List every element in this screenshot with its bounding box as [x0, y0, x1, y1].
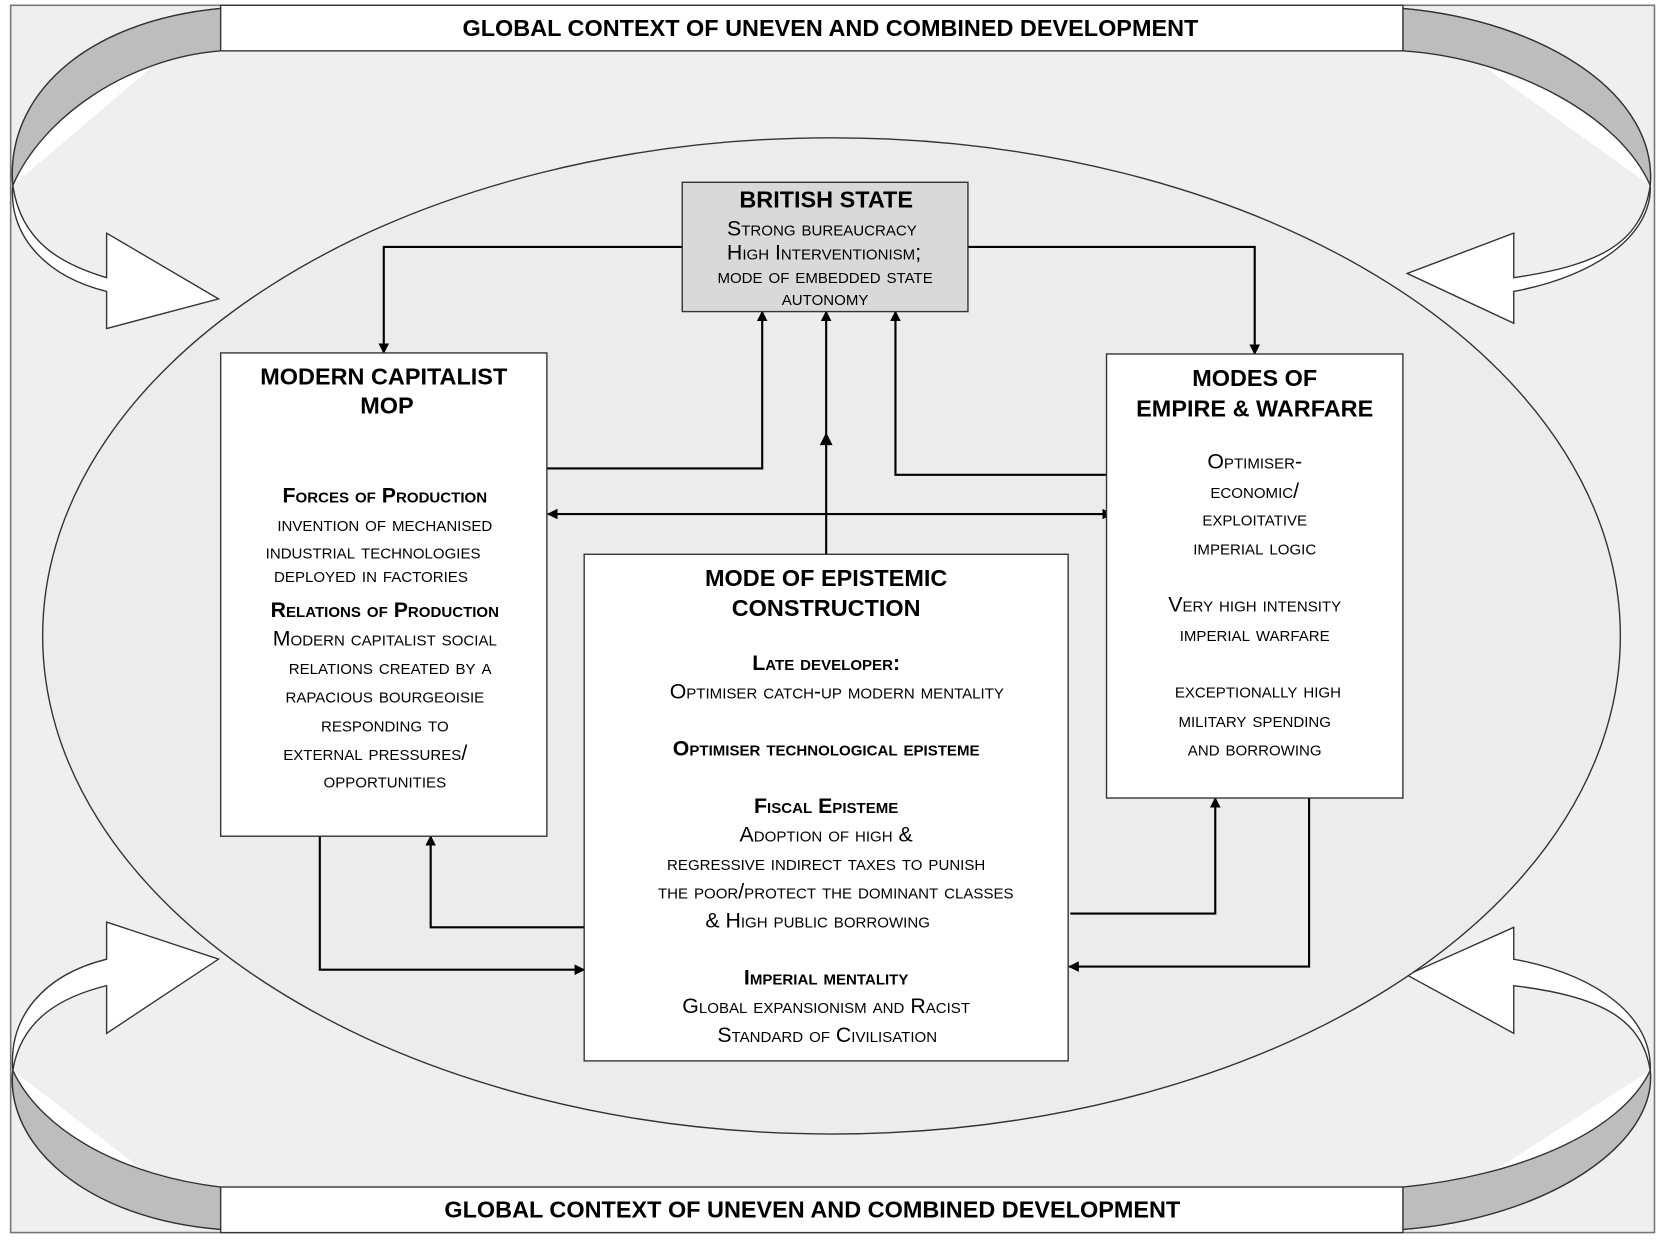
arrow-state-to-empire	[967, 245, 1261, 356]
epistemic-line: & High public borrowing	[705, 908, 930, 932]
curved-arrow-top-left-icon	[11, 7, 222, 330]
mop-line: relations created by a	[289, 655, 492, 679]
fiscal-episteme-heading: Fiscal Episteme	[754, 794, 898, 818]
mop-line: external pressures/	[283, 741, 467, 765]
connectors	[318, 245, 1311, 976]
bottom-banner-label: GLOBAL CONTEXT OF UNEVEN AND COMBINED DE…	[444, 1197, 1181, 1223]
mop-line: responding to	[321, 712, 449, 736]
british-state-box: BRITISH STATE Strong bureaucracy High In…	[681, 181, 969, 313]
arrow-mop-to-state	[546, 310, 768, 470]
british-state-line: mode of embedded state	[717, 264, 932, 288]
empire-line: and borrowing	[1188, 737, 1322, 761]
empire-line: military spending	[1178, 708, 1330, 732]
empire-line: economic/	[1210, 479, 1299, 503]
mop-line: Modern capitalist social	[273, 626, 497, 650]
modern-capitalist-mop-box: MODERN CAPITALIST MOP Forces of Producti…	[219, 352, 548, 837]
epistemic-title: MODE OF EPISTEMIC	[705, 565, 947, 591]
empire-line: imperial warfare	[1180, 622, 1330, 646]
bottom-banner	[219, 1186, 1404, 1234]
mop-title: MODERN CAPITALIST	[260, 364, 508, 390]
arrow-state-to-mop	[378, 245, 683, 354]
epistemic-title: CONSTRUCTION	[732, 595, 921, 621]
mop-title: MOP	[360, 392, 413, 418]
empire-title: MODES OF	[1192, 365, 1317, 391]
arrow-empire-to-epistemic	[1068, 798, 1311, 972]
empire-warfare-box: MODES OF EMPIRE & WARFARE Optimiser- eco…	[1105, 353, 1404, 799]
mop-line: invention of mechanised	[277, 512, 492, 536]
epistemic-line: the poor/protect the dominant classes	[658, 880, 1014, 904]
arrow-empire-to-state	[890, 310, 1113, 476]
epistemic-line: Adoption of high &	[740, 823, 913, 847]
epistemic-line: regressive indirect taxes to punish	[667, 851, 985, 875]
late-developer-heading: Late developer:	[752, 651, 900, 675]
forces-heading: Forces of Production	[283, 483, 488, 507]
mop-line: rapacious bourgeoisie	[285, 684, 484, 708]
arrow-mop-to-epistemic	[318, 836, 586, 976]
mop-line: opportunities	[324, 769, 447, 793]
curved-arrow-bottom-left-icon	[11, 921, 222, 1231]
curved-arrow-top-right-icon	[1402, 7, 1652, 325]
epistemic-line: Standard of Civilisation	[717, 1023, 937, 1047]
british-state-line: High Interventionism;	[727, 241, 921, 265]
arrow-epistemic-to-empire	[1070, 796, 1221, 915]
mop-line: deployed in factories	[274, 563, 468, 587]
empire-line: exceptionally high	[1175, 678, 1341, 702]
empire-line: Very high intensity	[1168, 593, 1341, 617]
relations-heading: Relations of Production	[271, 598, 499, 622]
imperial-mentality-heading: Imperial mentality	[744, 966, 909, 990]
curved-arrow-bottom-right-icon	[1402, 926, 1652, 1231]
empire-line: Optimiser-	[1207, 449, 1302, 473]
top-banner	[219, 4, 1404, 52]
epistemic-line: Global expansionism and Racist	[682, 994, 970, 1018]
empire-line: imperial logic	[1193, 535, 1316, 559]
british-state-line: Strong bureaucracy	[727, 216, 917, 240]
top-banner-label: GLOBAL CONTEXT OF UNEVEN AND COMBINED DE…	[462, 15, 1199, 41]
arrow-epistemic-to-mop	[425, 835, 585, 929]
empire-title: EMPIRE & WARFARE	[1136, 396, 1373, 422]
epistemic-construction-box: MODE OF EPISTEMIC CONSTRUCTION Late deve…	[583, 553, 1069, 1062]
epistemic-line: Optimiser catch-up modern mentality	[670, 679, 1004, 703]
technological-episteme-heading: Optimiser technological episteme	[673, 737, 980, 761]
british-state-line: autonomy	[782, 286, 869, 310]
british-state-title: BRITISH STATE	[739, 187, 913, 213]
mop-line: industrial technologies	[266, 540, 481, 564]
empire-line: exploitative	[1202, 507, 1307, 531]
